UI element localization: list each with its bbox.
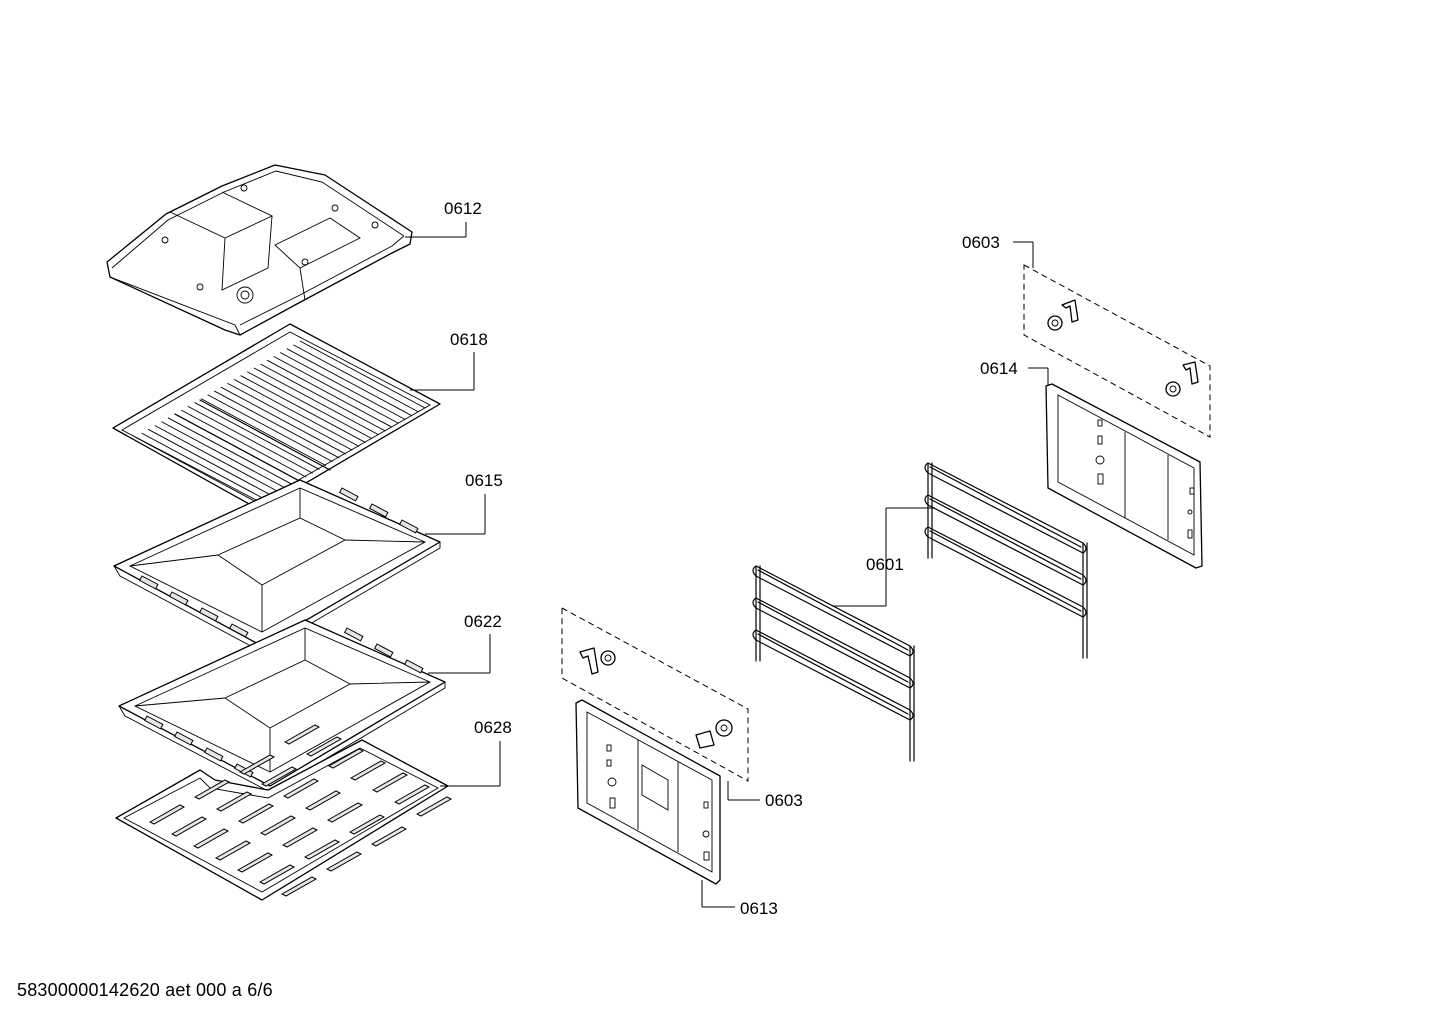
label-0615: 0615: [465, 471, 503, 490]
grill-slot: [281, 827, 319, 848]
grid-bar: [134, 436, 261, 505]
grill-slot: [327, 748, 365, 769]
document-id: 58300000142620 aet 000 a 6/6: [17, 980, 273, 1000]
rail-set-right: [924, 462, 1088, 659]
rail-left: [757, 569, 909, 651]
grill-slot: [393, 784, 431, 805]
grill-slot: [348, 814, 386, 835]
grid-bar: [233, 379, 360, 447]
label-0618: 0618: [450, 330, 488, 349]
grid-bar: [246, 371, 373, 440]
grid-bar: [260, 363, 386, 432]
grid-bar: [194, 402, 320, 470]
grill-slot: [303, 839, 341, 860]
label-0612: 0612: [444, 199, 482, 218]
grid-bar: [213, 390, 340, 459]
label-0614: 0614: [980, 359, 1018, 378]
grill-slot: [371, 772, 409, 793]
grid-bar: [240, 375, 366, 443]
grid-bar: [227, 382, 353, 451]
grill-slot: [215, 791, 253, 812]
label-0603-lower: 0603: [765, 791, 803, 810]
grill-slot: [193, 779, 231, 800]
grid-bar: [161, 421, 287, 490]
part-0618-grid-shelf: [112, 323, 441, 511]
label-0601: 0601: [866, 555, 904, 574]
rail-right: [929, 498, 1082, 580]
grid-bar: [299, 340, 426, 409]
part-0603-upper-clips: [1023, 264, 1211, 438]
rail-right: [929, 466, 1082, 548]
part-0613-left-side-panel: [575, 699, 721, 885]
grill-slot: [238, 754, 276, 775]
grid-bar: [220, 386, 347, 455]
grid-crossbar: [174, 413, 306, 485]
label-0628: 0628: [474, 718, 512, 737]
grill-slot: [304, 790, 342, 811]
grid-bar: [180, 409, 307, 478]
part-0628-grill-insert: [115, 724, 453, 901]
grid-bar: [200, 398, 327, 466]
rail-right: [929, 530, 1082, 612]
grill-slot: [236, 852, 274, 873]
grid-bar: [141, 432, 267, 501]
grid-bar: [273, 355, 399, 424]
part-0614-right-side-panel: [1045, 383, 1203, 569]
grill-slot: [282, 778, 320, 799]
grill-slot: [258, 864, 296, 885]
part-0615-baking-tray: [113, 479, 441, 653]
part-0612-cover-plate: [106, 164, 413, 336]
grill-slot: [259, 815, 297, 836]
grid-bar: [266, 359, 393, 428]
grid-bar: [293, 344, 419, 413]
grill-slot: [370, 826, 408, 847]
grill-slot: [170, 816, 208, 837]
grill-slot: [214, 840, 252, 861]
grill-slot: [326, 802, 364, 823]
grill-slot: [192, 828, 230, 849]
grill-slot: [349, 760, 387, 781]
grill-slot: [415, 796, 453, 817]
grill-slot: [280, 876, 318, 897]
grid-bar: [147, 428, 274, 497]
rail-left: [757, 633, 909, 715]
grill-insert-slots: [148, 724, 453, 897]
rail-set-left: [752, 565, 915, 762]
grill-slot: [283, 724, 321, 745]
part-0601-shelf-rails: [752, 462, 1088, 762]
grid-bar: [286, 348, 413, 417]
grill-slot: [148, 804, 186, 825]
grid-bar: [279, 352, 406, 420]
grid-bar: [154, 425, 281, 493]
grill-slot: [237, 803, 275, 824]
label-0603-upper: 0603: [962, 233, 1000, 252]
grid-bar: [167, 417, 294, 486]
rail-left: [757, 601, 909, 683]
grill-slot: [325, 851, 363, 872]
label-0622: 0622: [464, 612, 502, 631]
grill-slot: [305, 736, 343, 757]
grid-bar: [207, 394, 333, 463]
grid-crossbar: [199, 399, 331, 471]
grid-bar: [187, 405, 314, 474]
grid-shelf-bars: [134, 340, 426, 505]
grill-slot: [260, 766, 298, 787]
part-0603-lower-clips: [561, 607, 749, 782]
label-0613: 0613: [740, 899, 778, 918]
grid-bar: [253, 367, 380, 436]
